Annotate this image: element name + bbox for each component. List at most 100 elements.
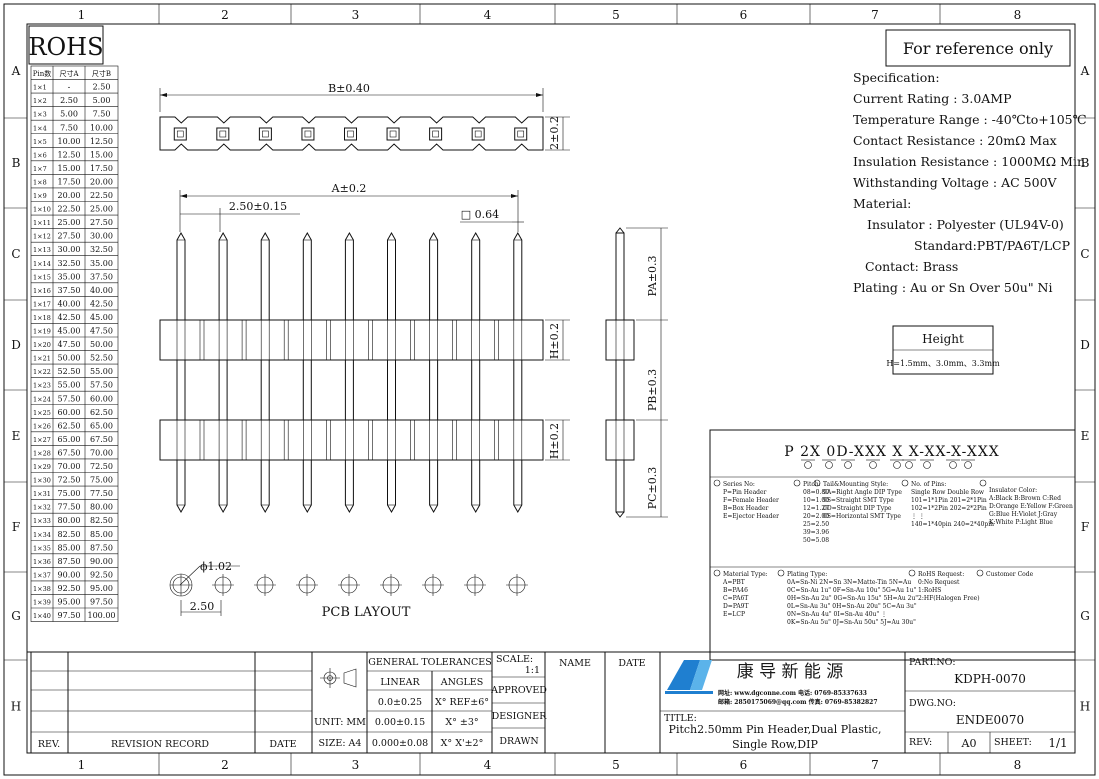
legend-pitch: 25=2.50 (803, 521, 829, 528)
pin-table-cell: 1×1 (33, 84, 47, 92)
legend-material: D=PA9T (723, 603, 748, 610)
pin-table-header: 尺寸A (59, 69, 79, 78)
zone-col-top: 6 (740, 8, 748, 22)
pin-table-cell: 87.50 (90, 543, 113, 552)
spec-contact: Contact: Brass (865, 259, 958, 274)
specification: Specification: Current Rating : 3.0AMP T… (853, 70, 1087, 295)
pin-table-cell: 77.50 (90, 489, 113, 498)
pin-table-cell: 85.00 (90, 530, 113, 539)
angles-label: ANGLES (440, 677, 484, 688)
pin-table-cell: 35.00 (58, 272, 81, 281)
pin-table-cell: 22.50 (90, 191, 113, 200)
legend-series: Series No: (723, 481, 755, 488)
zone-col-top: 4 (484, 8, 492, 22)
reference-note: For reference only (903, 39, 1053, 58)
pin-table-cell: 55.00 (58, 381, 81, 390)
pin-table-cell: 1×33 (33, 517, 51, 525)
zone-row-right: B (1081, 156, 1090, 170)
dim-h-1: H±0.2 (548, 323, 561, 359)
dim-pa: PA±0.3 (646, 255, 659, 296)
pin-table-cell: 75.00 (90, 476, 113, 485)
tol-linear-2: 0.00±0.15 (375, 717, 425, 728)
pin-table-cell: 10.00 (90, 123, 113, 132)
pin-table-cell: 62.50 (58, 421, 81, 430)
linear-label: LINEAR (380, 677, 420, 688)
pin-table-cell: 45.00 (58, 327, 81, 336)
sheet-label: SHEET: (994, 737, 1032, 748)
pin-table-cell: 1×5 (33, 138, 47, 146)
spec-insulator: Insulator : Polyester (UL94V-0) (867, 217, 1064, 232)
pin-table-cell: 1×27 (33, 436, 51, 444)
legend-pins: No. of Pins: (911, 481, 946, 488)
part-code: P 2X 0D-XXX X X-XX-X-XXX (784, 444, 1000, 460)
legend-pins: 101=1*1Pin 201=2*1Pin (911, 497, 987, 504)
pin-table-cell: 7.50 (93, 110, 111, 119)
legend-series: P=Pin Header (723, 489, 767, 496)
general-tolerances: GENERAL TOLERANCES (368, 657, 492, 668)
title-line-2: Single Row,DIP (732, 738, 818, 751)
zone-col-bottom: 8 (1014, 758, 1022, 772)
company-name: 康 导 新 能 源 (737, 662, 844, 682)
pin-table-cell: 60.00 (58, 408, 81, 417)
spec-current: Current Rating : 3.0AMP (853, 91, 1012, 106)
rohs-label: ROHS (28, 33, 103, 61)
legend-plating: 0K=Sn-Au 5u" 0J=Sn-Au 50u" 5J=Au 30u" (787, 619, 916, 626)
pin-table-cell: 1×24 (33, 395, 51, 403)
pin-table-cell: 92.50 (58, 584, 81, 593)
pcb-layout-label: PCB LAYOUT (322, 605, 411, 620)
pin-table-cell: 1×36 (33, 558, 51, 566)
rev-label: REV. (38, 739, 60, 750)
pin-table-cell: 1×6 (33, 151, 47, 159)
pin-table-cell: 1×3 (33, 111, 47, 119)
zone-row-right: F (1081, 520, 1089, 534)
legend-plating: 0C=Sn-Au 1u" 0F=Sn-Au 10u" 5G=Au 1u" (787, 587, 917, 594)
scale-value: 1:1 (525, 665, 540, 676)
pin-table-cell: 5.00 (93, 96, 111, 105)
part-no-label: PART.NO: (909, 657, 956, 668)
date-label: DATE (269, 739, 296, 750)
pin-table-cell: 1×34 (33, 531, 51, 539)
legend-pitch: Pitch: (803, 481, 821, 488)
tol-linear-3: 0.000±0.08 (372, 738, 428, 749)
pin-table-cell: 97.50 (58, 611, 81, 620)
pin-table-cell: 80.00 (58, 516, 81, 525)
pin-table-cell: - (68, 83, 71, 92)
rev-value: A0 (961, 737, 977, 750)
pin-table-cell: 60.00 (90, 394, 113, 403)
part-no: KDPH-0070 (954, 672, 1026, 686)
zone-col-top: 2 (221, 8, 229, 22)
pin-table-cell: 1×16 (33, 287, 51, 295)
pin-table-cell: 12.50 (90, 137, 113, 146)
name-label: NAME (559, 658, 591, 669)
pin-table-cell: 70.00 (90, 448, 113, 457)
part-code-box: P 2X 0D-XXX X X-XX-X-XXX Series No:P=Pin… (709, 429, 1076, 661)
zone-col-top: 1 (78, 8, 86, 22)
pin-table-cell: 55.00 (90, 367, 113, 376)
spec-plating: Plating : Au or Sn Over 50u" Ni (853, 280, 1052, 295)
inner-frame (26, 23, 1076, 754)
pin-table-cell: 1×37 (33, 571, 51, 579)
spec-temperature: Temperature Range : -40℃to+105℃ (853, 112, 1087, 127)
pin-table-cell: 35.00 (90, 259, 113, 268)
pin-table-cell: 32.50 (90, 245, 113, 254)
scale-label: SCALE: (496, 654, 533, 665)
legend-material: E=LCP (723, 611, 745, 618)
legend-rohs: 0:No Request (918, 579, 960, 586)
dwg-no-label: DWG.NO: (909, 698, 956, 709)
size-label: SIZE: A4 (319, 738, 362, 749)
zone-row-right: A (1080, 64, 1090, 78)
zone-row-left: G (11, 609, 21, 623)
legend-pins: 102=1*2Pin 202=2*2Pin (911, 505, 987, 512)
legend-tail: 0D=Straight DIP Type (823, 505, 892, 512)
legend-tail: 0S=Horizontal SMT Type (823, 513, 901, 520)
pin-table-header: 尺寸B (92, 69, 111, 78)
dim-pitch: 2.50±0.15 (229, 200, 287, 213)
tol-linear-1: 0.0±0.25 (378, 697, 422, 708)
legend-color: D:Orange E:Yellow F:Green (989, 503, 1073, 510)
pin-table-cell: 62.50 (90, 408, 113, 417)
legend-series: E=Ejector Header (723, 513, 779, 520)
pin-table-cell: 1×11 (33, 219, 51, 227)
dim-square: □ 0.64 (461, 208, 499, 221)
legend-material: C=PA6T (723, 595, 748, 602)
company-web-phone: 网址: www.dgconne.com 电话: 0769-85337633 (718, 689, 867, 697)
